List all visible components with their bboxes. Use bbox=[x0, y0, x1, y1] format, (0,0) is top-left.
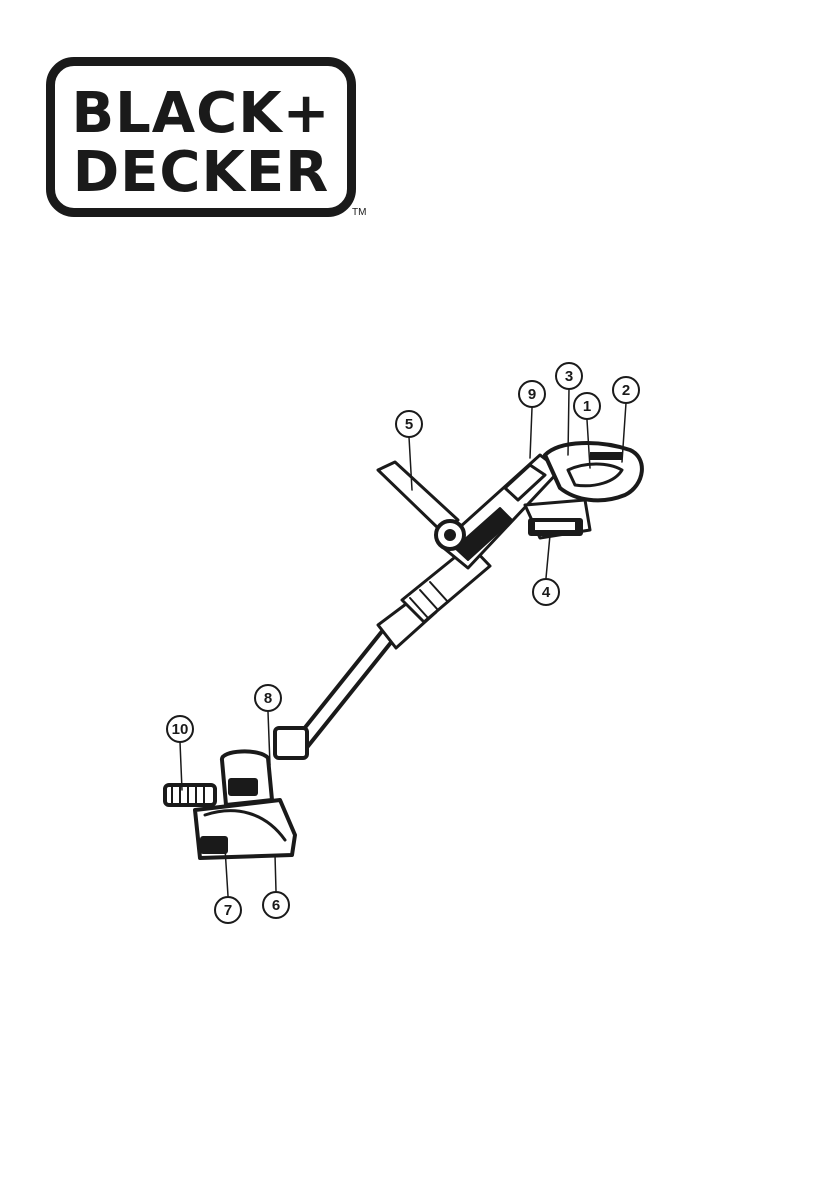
callout-2-label: 2 bbox=[622, 382, 630, 399]
callout-5-label: 5 bbox=[405, 416, 413, 433]
callout-6-label: 6 bbox=[272, 897, 280, 914]
shaft bbox=[300, 545, 490, 745]
callout-1: 1 bbox=[574, 393, 600, 419]
auxiliary-handle bbox=[378, 462, 464, 549]
callout-10: 10 bbox=[167, 716, 193, 742]
callout-6: 6 bbox=[263, 892, 289, 918]
battery-pack bbox=[525, 500, 590, 538]
callout-9-label: 9 bbox=[528, 386, 536, 403]
callout-4: 4 bbox=[533, 579, 559, 605]
callout-7: 7 bbox=[215, 897, 241, 923]
callout-10-label: 10 bbox=[172, 721, 189, 738]
callout-2: 2 bbox=[613, 377, 639, 403]
callout-3: 3 bbox=[556, 363, 582, 389]
callout-4-label: 4 bbox=[542, 584, 551, 601]
callout-3-label: 3 bbox=[565, 368, 573, 385]
callout-8-label: 8 bbox=[264, 690, 272, 707]
callout-1-label: 1 bbox=[583, 398, 591, 415]
callout-8: 8 bbox=[255, 685, 281, 711]
callout-9: 9 bbox=[519, 381, 545, 407]
callout-5: 5 bbox=[396, 411, 422, 437]
callout-7-label: 7 bbox=[224, 902, 232, 919]
rear-handle bbox=[545, 443, 642, 500]
cutting-head bbox=[165, 728, 307, 858]
